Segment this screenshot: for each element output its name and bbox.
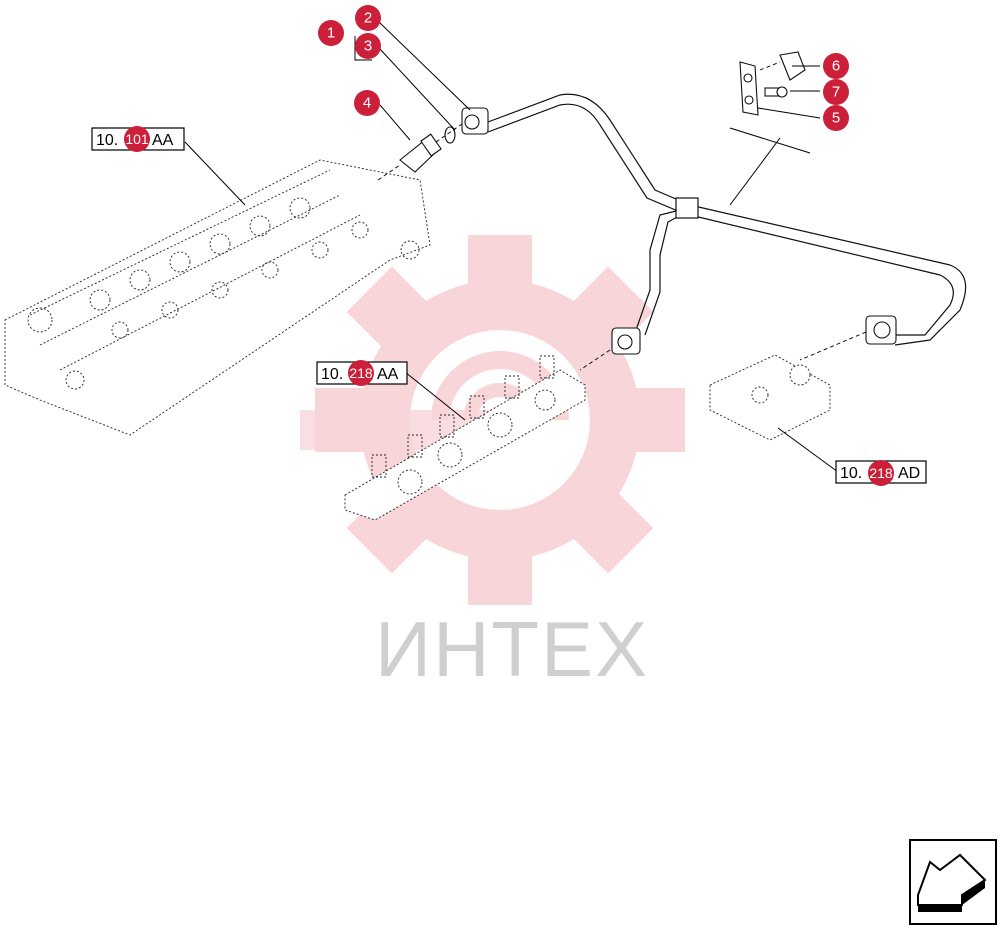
svg-text:7: 7: [832, 84, 840, 101]
svg-text:6: 6: [832, 58, 840, 75]
svg-text:4: 4: [363, 95, 371, 112]
pressure-sensor: [399, 133, 442, 173]
callout-7[interactable]: 7: [823, 79, 849, 105]
callout-1[interactable]: 1: [318, 20, 344, 46]
o-ring-seal: [444, 126, 456, 144]
reference-label-10-218-aa[interactable]: 10. 218 AA: [316, 360, 408, 386]
previous-page-arrow-icon[interactable]: [909, 839, 997, 925]
pump-housing: [709, 354, 831, 441]
reference-label-10-101-aa[interactable]: 10. 101 AA: [91, 126, 185, 152]
sensor-connector-top: [461, 107, 489, 135]
bolt: [764, 86, 788, 98]
callout-5[interactable]: 5: [823, 105, 849, 131]
fuel-rail: [344, 355, 586, 521]
callout-6[interactable]: 6: [823, 53, 849, 79]
sensor-connector-pump: [865, 315, 897, 345]
svg-text:218: 218: [869, 465, 893, 481]
svg-text:101: 101: [125, 131, 149, 147]
svg-text:2: 2: [364, 10, 372, 27]
svg-text:AD: AD: [898, 465, 920, 482]
callout-3[interactable]: 3: [355, 33, 381, 59]
svg-text:10.: 10.: [321, 366, 343, 383]
svg-text:5: 5: [832, 110, 840, 127]
svg-text:AA: AA: [377, 366, 399, 383]
svg-text:218: 218: [349, 365, 373, 381]
watermark-text: ИНТЕХ: [375, 605, 649, 693]
callout-4[interactable]: 4: [354, 90, 380, 116]
svg-text:3: 3: [364, 38, 372, 55]
sensor-connector-rail: [611, 327, 641, 355]
svg-text:AA: AA: [152, 132, 174, 149]
mounting-bracket: [739, 61, 759, 116]
cylinder-head: [4, 159, 431, 436]
svg-text:1: 1: [327, 25, 335, 42]
reference-label-10-218-ad[interactable]: 10. 218 AD: [835, 460, 927, 486]
svg-text:10.: 10.: [840, 465, 862, 482]
wiring-harness: [487, 93, 967, 346]
svg-text:10.: 10.: [96, 132, 118, 149]
callout-2[interactable]: 2: [355, 5, 381, 31]
